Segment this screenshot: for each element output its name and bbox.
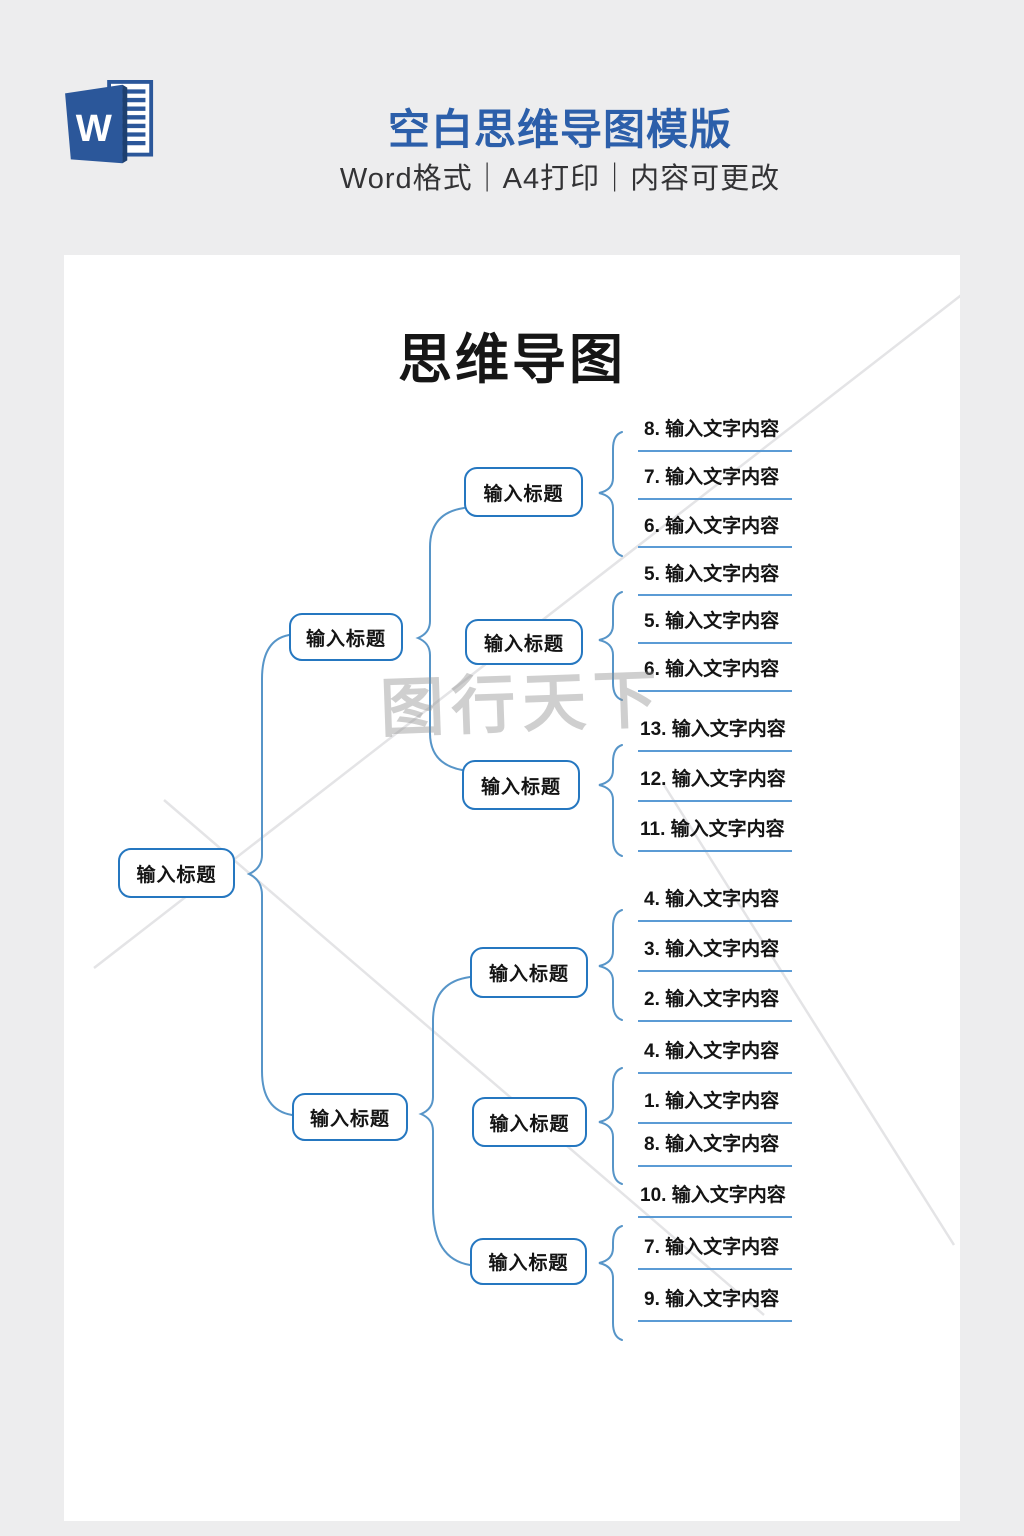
mindmap-leaf-item: 10. 输入文字内容 bbox=[640, 1185, 786, 1206]
leafgroup4-brace bbox=[598, 909, 623, 1021]
mindmap-leaf-item: 7. 输入文字内容 bbox=[644, 1237, 780, 1258]
template-subtitle: Word格式｜A4打印｜内容可更改 bbox=[339, 163, 781, 195]
leafgroup1-brace bbox=[598, 431, 623, 557]
mindmap-subtopic-node-6: 输入标题 bbox=[470, 1238, 587, 1285]
leafgroup6-brace bbox=[598, 1225, 623, 1341]
mindmap-leaf-item: 1. 输入文字内容 bbox=[644, 1091, 780, 1112]
leafgroup2-brace bbox=[598, 591, 623, 701]
mindmap-leaf-item: 12. 输入文字内容 bbox=[640, 769, 786, 790]
mindmap-leaf-item: 4. 输入文字内容 bbox=[644, 889, 780, 910]
mindmap-leaf-item: 2. 输入文字内容 bbox=[644, 989, 780, 1010]
mindmap-branch-node-1: 输入标题 bbox=[289, 613, 403, 661]
mindmap-subtopic-node-5: 输入标题 bbox=[472, 1097, 587, 1147]
branch2-brace bbox=[418, 976, 471, 1266]
leafgroup3-brace bbox=[598, 744, 623, 857]
mindmap-leaf-item: 5. 输入文字内容 bbox=[644, 564, 780, 585]
mindmap-title: 思维导图 bbox=[398, 330, 626, 390]
brace-connectors bbox=[246, 431, 623, 1341]
template-title: 空白思维导图模版 bbox=[387, 106, 732, 153]
mindmap-leaf-item: 3. 输入文字内容 bbox=[644, 939, 780, 960]
mindmap-subtopic-node-2: 输入标题 bbox=[465, 619, 583, 665]
word-letter: W bbox=[76, 107, 113, 150]
mindmap-subtopic-node-4: 输入标题 bbox=[470, 947, 588, 998]
mindmap-subtopic-node-1: 输入标题 bbox=[464, 467, 583, 517]
header: W 空白思维导图模版 Word格式｜A4打印｜内容可更改 bbox=[0, 0, 1024, 255]
branch1-brace bbox=[415, 507, 465, 771]
mindmap-connectors bbox=[93, 294, 960, 1341]
leaf-underlines bbox=[638, 450, 792, 1322]
mindmap-leaf-item: 8. 输入文字内容 bbox=[644, 1134, 780, 1155]
mindmap-leaf-item: 11. 输入文字内容 bbox=[640, 819, 785, 840]
mindmap-leaf-item: 5. 输入文字内容 bbox=[644, 611, 780, 632]
root-brace bbox=[246, 634, 293, 1116]
word-panel-shadow bbox=[122, 84, 128, 164]
word-panel bbox=[65, 84, 123, 164]
mindmap-leaf-item: 13. 输入文字内容 bbox=[640, 719, 786, 740]
mindmap-leaf-item: 6. 输入文字内容 bbox=[644, 659, 780, 680]
mindmap-leaf-item: 9. 输入文字内容 bbox=[644, 1289, 780, 1310]
mindmap-branch-node-2: 输入标题 bbox=[292, 1093, 408, 1141]
document-page: 思维导图 bbox=[64, 255, 960, 1521]
mindmap-root-node: 输入标题 bbox=[118, 848, 235, 898]
mindmap-subtopic-node-3: 输入标题 bbox=[462, 760, 580, 810]
word-file-icon: W bbox=[65, 80, 154, 164]
leafgroup5-brace bbox=[598, 1067, 623, 1185]
mindmap-leaf-item: 8. 输入文字内容 bbox=[644, 419, 780, 440]
mindmap-leaf-item: 7. 输入文字内容 bbox=[644, 467, 780, 488]
mindmap-leaf-item: 6. 输入文字内容 bbox=[644, 516, 780, 537]
mindmap-leaf-item: 4. 输入文字内容 bbox=[644, 1041, 780, 1062]
